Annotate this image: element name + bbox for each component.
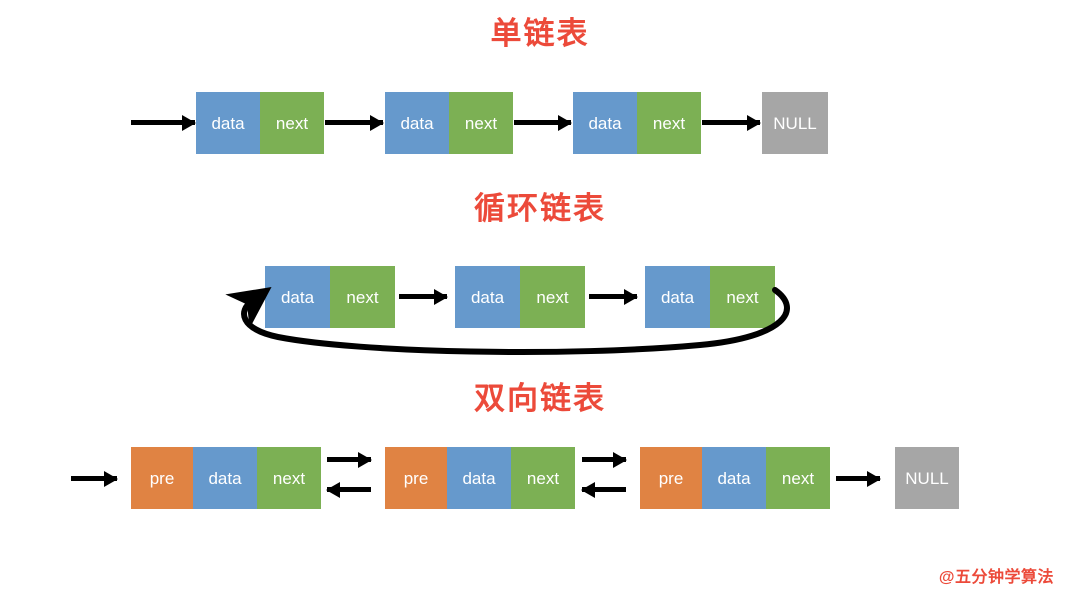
double-arrow-3-to-null (836, 476, 880, 481)
double-node-1-next: next (257, 447, 321, 509)
double-node-3-next: next (766, 447, 830, 509)
section-title-circular-linked-list: 循环链表 (474, 191, 606, 226)
single-arrow-3-to-null (702, 120, 760, 125)
double-arrow-2-to-3-forward (582, 457, 626, 462)
circular-node-1-data: data (265, 266, 330, 328)
double-node-1: pre data next (131, 447, 321, 509)
double-node-2-pre: pre (385, 447, 447, 509)
section-title-doubly-linked-list: 双向链表 (474, 381, 606, 416)
double-arrow-1-to-2-forward (327, 457, 371, 462)
circular-node-3-data: data (645, 266, 710, 328)
double-node-3-data: data (702, 447, 766, 509)
head-arrow-double (71, 476, 117, 481)
double-node-2-next: next (511, 447, 575, 509)
double-node-1-pre: pre (131, 447, 193, 509)
circular-node-2: data next (455, 266, 585, 328)
head-arrow-single (131, 120, 195, 125)
single-node-1: data next (196, 92, 324, 154)
circular-node-2-data: data (455, 266, 520, 328)
double-arrow-3-to-2-backward (582, 487, 626, 492)
single-null-terminator: NULL (762, 92, 828, 154)
circular-node-3: data next (645, 266, 775, 328)
circular-node-1: data next (265, 266, 395, 328)
single-node-1-data: data (196, 92, 260, 154)
single-node-3-next: next (637, 92, 701, 154)
circular-arrow-2-to-3 (589, 294, 637, 299)
circular-loop-back-arrow (225, 287, 790, 355)
single-node-2: data next (385, 92, 513, 154)
double-node-2: pre data next (385, 447, 575, 509)
single-arrow-1-to-2 (325, 120, 383, 125)
double-arrow-2-to-1-backward (327, 487, 371, 492)
single-node-2-next: next (449, 92, 513, 154)
double-node-3-pre: pre (640, 447, 702, 509)
circular-node-3-next: next (710, 266, 775, 328)
double-node-1-data: data (193, 447, 257, 509)
double-node-3: pre data next (640, 447, 830, 509)
single-arrow-2-to-3 (514, 120, 571, 125)
section-title-single-linked-list: 单链表 (490, 16, 590, 51)
circular-arrow-1-to-2 (399, 294, 447, 299)
single-node-2-data: data (385, 92, 449, 154)
circular-node-2-next: next (520, 266, 585, 328)
watermark-credit: @五分钟学算法 (938, 569, 1054, 586)
double-node-2-data: data (447, 447, 511, 509)
single-node-3: data next (573, 92, 701, 154)
circular-node-1-next: next (330, 266, 395, 328)
double-null-terminator: NULL (895, 447, 959, 509)
single-node-3-data: data (573, 92, 637, 154)
single-node-1-next: next (260, 92, 324, 154)
